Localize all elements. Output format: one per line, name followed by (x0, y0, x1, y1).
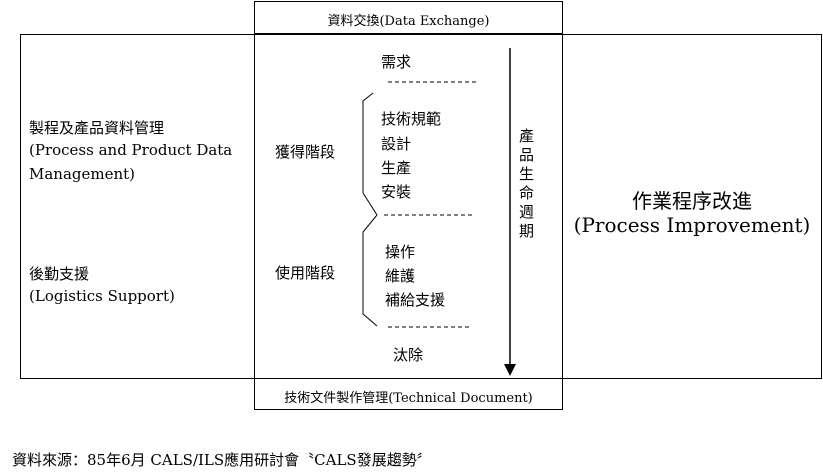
lifecycle-arrow-head (504, 364, 516, 376)
process-product-data-mgmt-en2: Management) (29, 165, 136, 183)
data-exchange-label: 資料交換(Data Exchange) (327, 14, 490, 29)
center-panel: 需求 獲得階段 技術規範 設計 生產 安裝 使用階段 操作 維護 補給支援 汰除… (254, 34, 563, 379)
disposal-label: 汰除 (393, 346, 424, 364)
usage-brace (362, 214, 378, 327)
acquisition-item-design: 設計 (381, 135, 412, 153)
lifecycle-char-5: 期 (519, 222, 535, 240)
process-improvement-zh: 作業程序改進 (632, 189, 752, 213)
right-panel: 作業程序改進 (Process Improvement) (562, 34, 822, 379)
source-note: 資料來源：85年6月 CALS/ILS應用研討會〝CALS發展趨勢〞 (12, 451, 432, 469)
usage-phase-label: 使用階段 (275, 264, 336, 282)
lifecycle-char-2: 生 (519, 165, 535, 183)
lifecycle-char-1: 品 (519, 146, 535, 164)
logistics-support-zh: 後勤支援 (29, 265, 90, 283)
usage-item-operate: 操作 (385, 243, 416, 261)
acquisition-item-install: 安裝 (381, 183, 412, 201)
technical-document-box: 技術文件製作管理(Technical Document) (254, 378, 563, 410)
left-panel: 製程及產品資料管理 (Process and Product Data Mana… (20, 34, 255, 379)
acquisition-brace (362, 92, 378, 216)
product-lifecycle-label: 產品生命週期 (519, 127, 534, 241)
lifecycle-char-4: 週 (519, 203, 535, 221)
acquisition-phase-label: 獲得階段 (275, 143, 336, 161)
technical-document-label: 技術文件製作管理(Technical Document) (284, 391, 533, 406)
requirement-label: 需求 (381, 53, 412, 71)
process-product-data-mgmt-en1: (Process and Product Data (29, 141, 233, 159)
logistics-support-en: (Logistics Support) (29, 287, 175, 305)
lifecycle-char-0: 產 (519, 127, 535, 145)
process-improvement-en: (Process Improvement) (573, 213, 811, 237)
usage-item-maintain: 維護 (385, 267, 416, 285)
process-product-data-mgmt-zh: 製程及產品資料管理 (29, 119, 165, 137)
acquisition-item-production: 生產 (381, 159, 412, 177)
usage-item-supply: 補給支援 (385, 291, 446, 309)
acquisition-item-spec: 技術規範 (381, 110, 442, 128)
data-exchange-box: 資料交換(Data Exchange) (254, 1, 563, 34)
lifecycle-char-3: 命 (519, 184, 535, 202)
